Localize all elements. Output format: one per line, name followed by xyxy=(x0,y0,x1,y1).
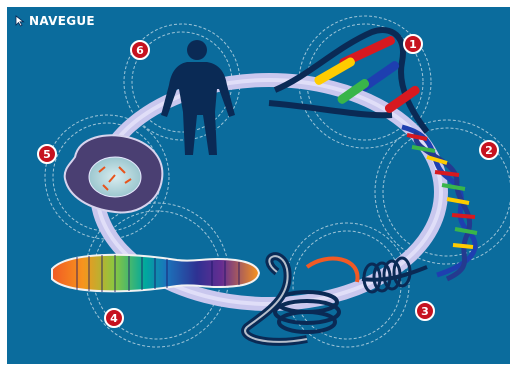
genome-cycle-illustration: 6 1 2 3 4 5 xyxy=(7,7,510,364)
step-3-number: 3 xyxy=(421,305,429,318)
step-6-badge[interactable]: 6 xyxy=(131,41,149,59)
animation-panel: 6 1 2 3 4 5 NAVEGUE xyxy=(7,7,510,364)
navegue-button[interactable]: NAVEGUE xyxy=(15,13,95,29)
navegue-label: NAVEGUE xyxy=(29,14,95,28)
step-4-number: 4 xyxy=(110,312,118,325)
step-4-badge[interactable]: 4 xyxy=(105,309,123,327)
step-1-badge[interactable]: 1 xyxy=(404,35,422,53)
cell-nucleus-icon xyxy=(65,135,163,212)
step-5-badge[interactable]: 5 xyxy=(38,145,56,163)
step-6-number: 6 xyxy=(136,44,144,57)
step-3-badge[interactable]: 3 xyxy=(416,302,434,320)
step-5-number: 5 xyxy=(43,148,51,161)
step-2-number: 2 xyxy=(485,144,493,157)
human-body-icon xyxy=(161,40,235,155)
step-2-badge[interactable]: 2 xyxy=(480,141,498,159)
cursor-arrow-icon xyxy=(15,15,25,27)
banded-chromosome-icon xyxy=(52,255,259,292)
step-1-number: 1 xyxy=(409,38,417,51)
